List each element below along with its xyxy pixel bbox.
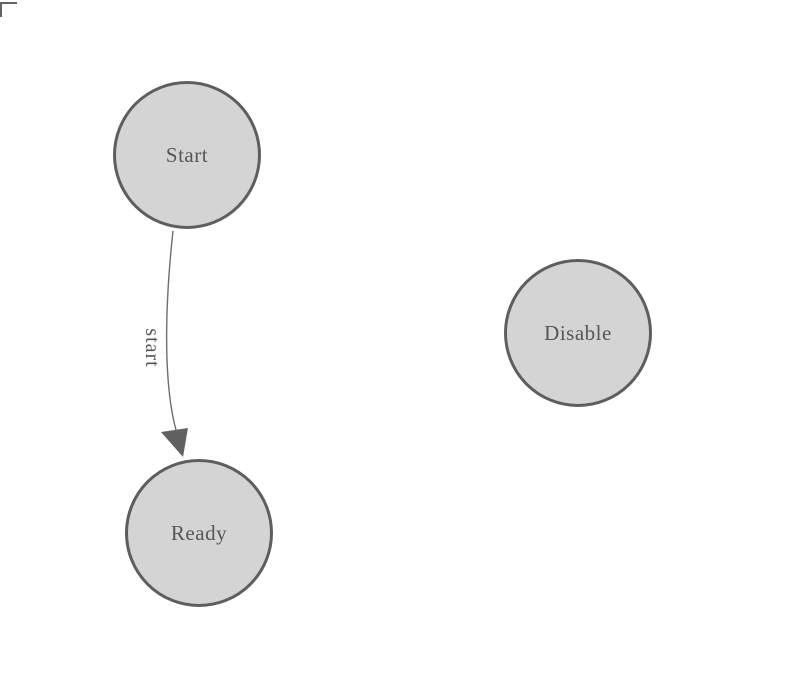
transition-edge-start-ready[interactable] — [165, 230, 177, 431]
state-node-start[interactable]: Start — [113, 81, 261, 229]
edge-label-text: start — [141, 328, 164, 368]
edge-arrowhead-icon[interactable] — [161, 428, 188, 457]
node-label: Start — [165, 142, 209, 167]
canvas-corner-icon — [0, 2, 17, 17]
state-node-ready[interactable]: Ready — [125, 459, 273, 607]
edge-label-start[interactable]: start — [117, 313, 187, 383]
node-label: Disable — [544, 320, 612, 345]
state-node-disable[interactable]: Disable — [504, 259, 652, 407]
node-label: Ready — [170, 520, 228, 545]
